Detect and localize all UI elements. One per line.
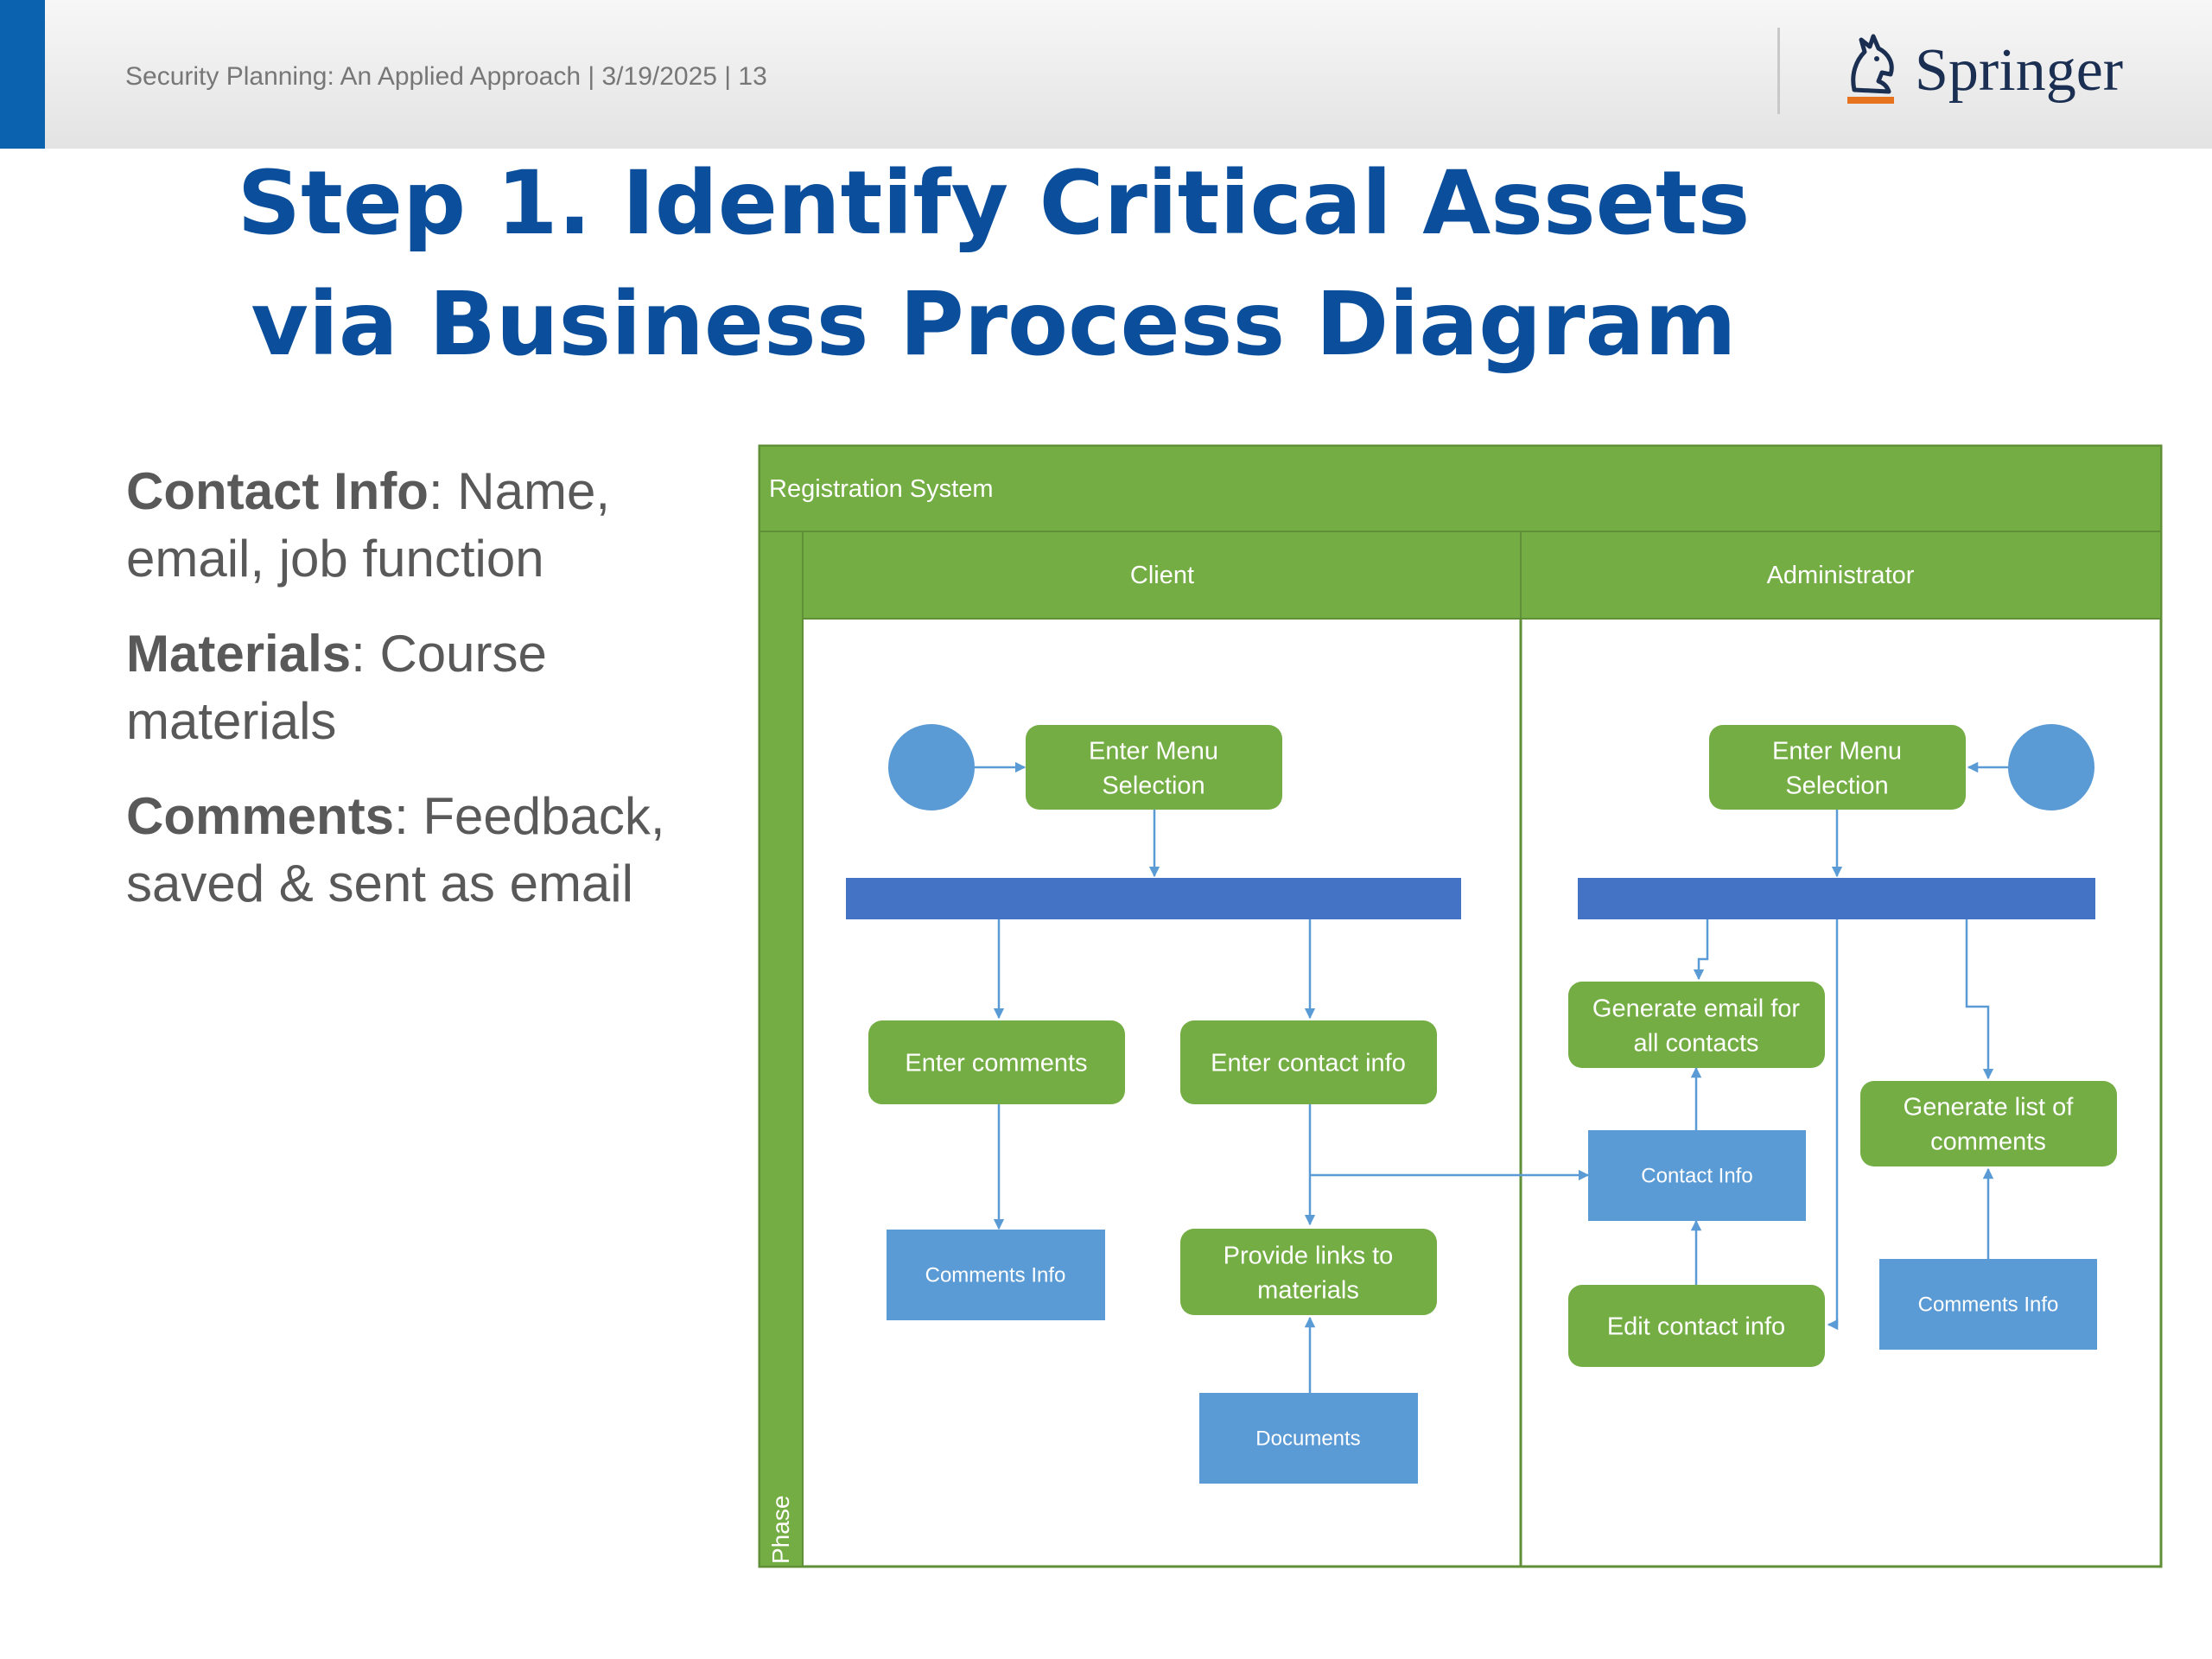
node-label: Documents [1255, 1427, 1360, 1451]
connector [1693, 919, 1709, 981]
admin-comments-info [1879, 1259, 2097, 1350]
admin-generate-email [1568, 982, 1825, 1068]
bullet-comments: Comments: Feedback, saved & sent as emai… [126, 783, 731, 918]
admin-contact-info [1588, 1130, 1806, 1221]
client-start-event [888, 724, 975, 810]
connector [1827, 919, 1839, 1331]
bullet-term: Contact Info [126, 462, 429, 520]
client-fork-bar [846, 878, 1461, 919]
admin-fork-bar [1578, 878, 2095, 919]
client-provide-links [1180, 1229, 1437, 1315]
pool-label: Registration System [769, 475, 994, 503]
admin-generate-list [1860, 1081, 2117, 1166]
client-enter-menu-selection [1026, 725, 1282, 810]
springer-horse-logo-icon [1847, 34, 1894, 104]
slide-title-line-1: Step 1. Identify Critical Assets [237, 152, 1751, 255]
bullet-text: : Feedback, saved & sent as email [126, 787, 665, 912]
slide-footer-text: Security Planning: An Applied Approach |… [125, 62, 767, 91]
node-label: Enter comments [905, 1049, 1087, 1077]
client-enter-contact-info [1180, 1020, 1437, 1104]
node-label: Comments Info [1918, 1294, 2059, 1317]
slide-header [0, 0, 2212, 149]
connector [1965, 919, 1994, 1080]
bullet-term: Materials [126, 625, 352, 683]
node-label: Edit contact info [1607, 1313, 1785, 1340]
bullet-text: : Course materials [126, 625, 547, 750]
diagram-connectors [975, 761, 2008, 1393]
springer-brand: Springer [1915, 37, 2124, 104]
client-documents [1199, 1393, 1418, 1484]
node-label: Contact Info [1641, 1165, 1752, 1188]
bullet-text: : Name, email, job function [126, 462, 611, 588]
phase-strip [759, 531, 804, 1567]
client-comments-info [887, 1230, 1105, 1320]
bullet-contact-info: Contact Info: Name, email, job function [126, 458, 731, 593]
pool-frame [758, 444, 2163, 1568]
bullet-term: Comments [126, 787, 395, 845]
slide-title-line-2: via Business Process Diagram [251, 273, 1737, 376]
header-accent-bar [0, 0, 45, 149]
client-enter-comments [868, 1020, 1125, 1104]
node-label: Comments Info [925, 1264, 1066, 1287]
bullet-materials: Materials: Course materials [126, 620, 731, 755]
header-divider [1777, 28, 1780, 114]
lane-label-client: Client [1130, 562, 1194, 589]
lane-label-administrator: Administrator [1767, 562, 1915, 589]
lane-header-administrator [1520, 531, 2162, 620]
lane-header-client [802, 531, 1522, 620]
admin-edit-contact-info [1568, 1285, 1825, 1367]
pool-header [759, 445, 2162, 532]
phase-label: Phase [767, 1496, 794, 1564]
admin-start-event [2008, 724, 2094, 810]
node-label: Enter contact info [1211, 1049, 1406, 1077]
admin-enter-menu-selection [1709, 725, 1966, 810]
